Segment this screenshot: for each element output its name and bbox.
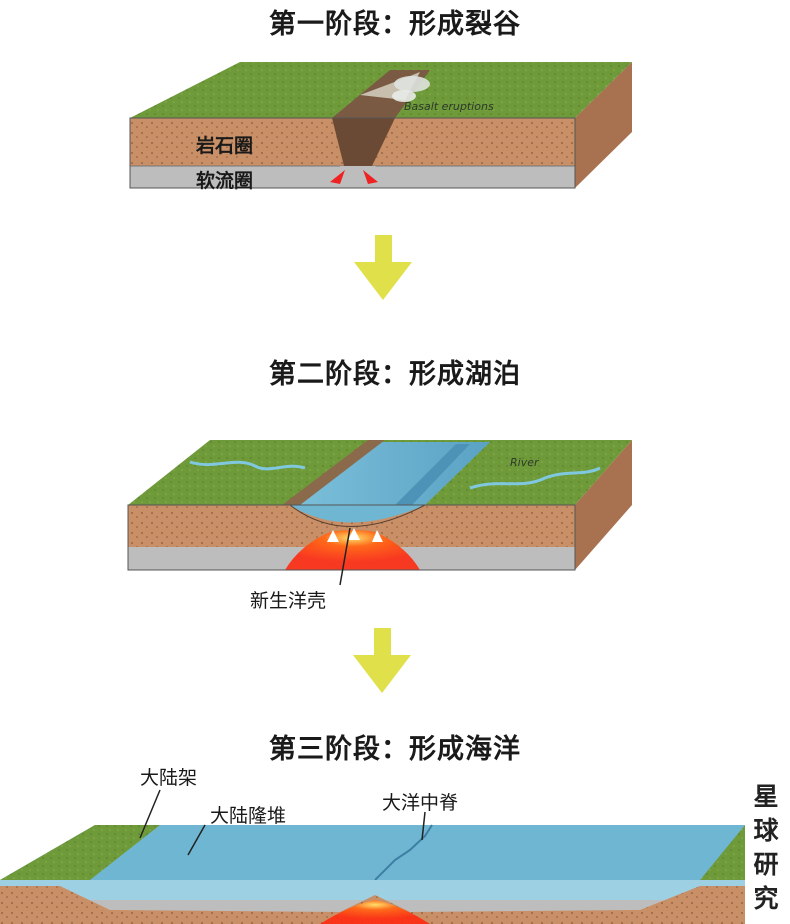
stage-3-land-right (700, 825, 745, 880)
ridge-pointer (421, 811, 426, 841)
red-arrow-left-icon (330, 170, 345, 184)
stage-2-fault-scarp (282, 440, 385, 505)
stage-3-ridge-line (374, 824, 433, 881)
white-arrow-icon (372, 530, 383, 542)
new-crust-pointer (339, 527, 351, 586)
new-crust-label: 新生洋壳 (250, 590, 327, 612)
stage-1-side (575, 62, 632, 188)
white-arrow-icon (348, 528, 360, 540)
watermark-char: 星 (753, 782, 779, 811)
continental-shelf-label: 大陆架 (140, 767, 198, 789)
stage-1-rift (332, 118, 395, 166)
stage-2-magma (285, 530, 420, 570)
stage-2-title: 第二阶段：形成湖泊 (269, 359, 521, 390)
stage-3-title: 第三阶段：形成海洋 (269, 734, 521, 765)
watermark-char: 球 (753, 816, 779, 845)
stage-1-title: 第一阶段：形成裂谷 (269, 9, 521, 40)
rise-pointer (187, 824, 206, 856)
stage-3-ocean-surface (0, 825, 745, 880)
watermark-char: 研 (753, 850, 779, 879)
river-left (189, 460, 306, 471)
stage-2-side (575, 440, 632, 570)
eruption-plume (394, 76, 430, 92)
stage-2-lake (290, 442, 490, 505)
watermark: 星 球 研 究 (746, 780, 786, 916)
red-arrow-right-icon (363, 170, 378, 184)
continental-rise-label: 大陆隆堆 (210, 805, 287, 827)
stage-3-magma (320, 900, 430, 924)
mid-ocean-ridge-label: 大洋中脊 (382, 792, 459, 814)
watermark-char: 究 (753, 884, 779, 913)
shelf-pointer (139, 789, 161, 839)
white-arrow-icon (327, 530, 339, 542)
river-right (469, 466, 601, 490)
stage-3-land-left (0, 825, 160, 880)
stage-1-asthenosphere (130, 166, 575, 188)
basalt-eruptions-label: Basalt eruptions (404, 100, 494, 113)
lithosphere-label: 岩石圈 (196, 135, 254, 157)
asthenosphere-label: 软流圈 (196, 170, 254, 192)
river-label: River (510, 456, 539, 469)
